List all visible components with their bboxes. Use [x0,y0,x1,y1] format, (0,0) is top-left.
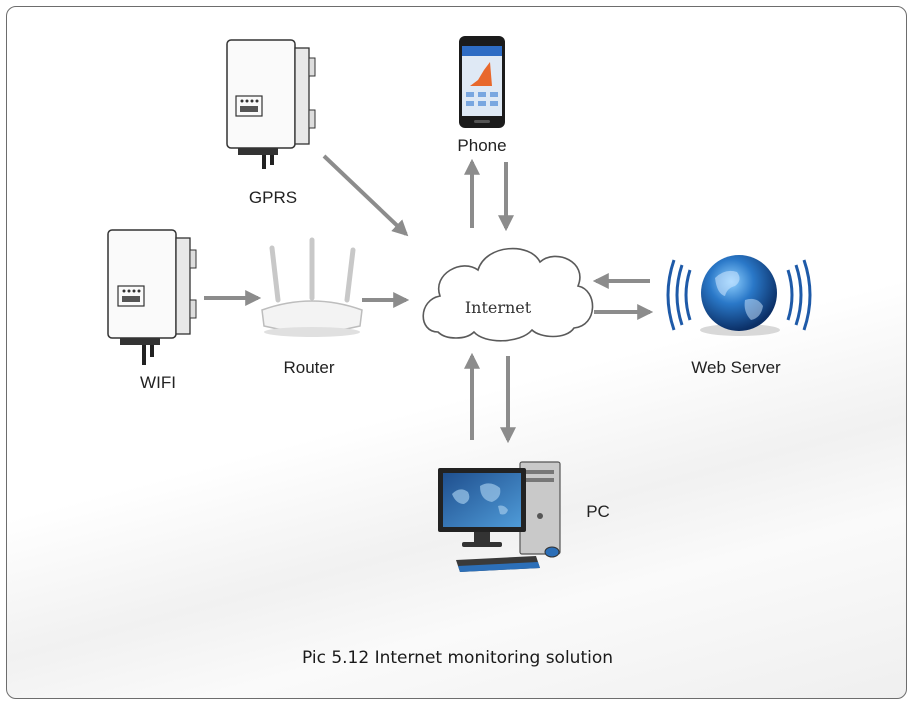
internet-cloud-icon [422,247,594,342]
router-label: Router [283,358,334,377]
internet-label: Internet [465,298,532,317]
web-server-label: Web Server [691,358,781,377]
pc-label: PC [586,502,610,521]
router-icon [261,237,363,337]
wifi-inverter-icon [107,229,197,365]
phone-label: Phone [457,136,506,155]
gprs-label: GPRS [249,188,297,207]
desktop-pc-icon [438,461,561,572]
diagram-frame [6,6,907,699]
gprs-inverter-icon [226,39,316,169]
smartphone-icon [459,36,505,128]
figure-caption: Pic 5.12 Internet monitoring solution [301,648,614,668]
arrow-gprs-to-internet [322,154,409,237]
wifi-label: WIFI [140,373,176,392]
web-server-globe-icon [666,255,812,336]
